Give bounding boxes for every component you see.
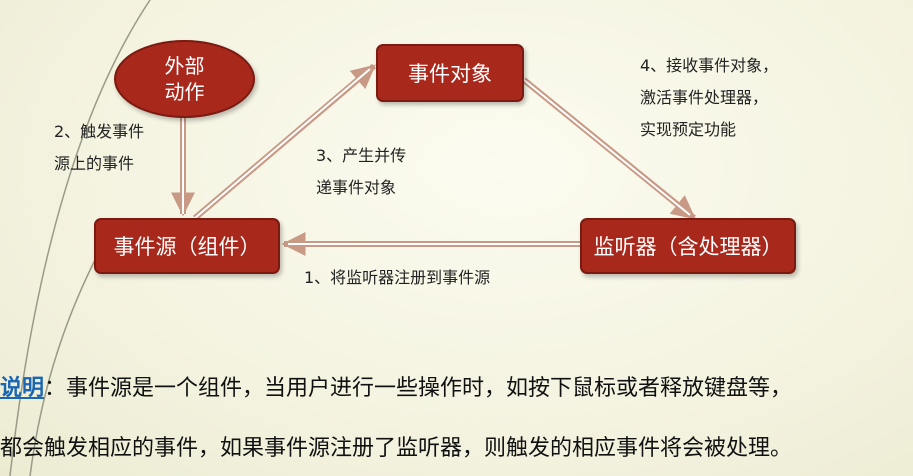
description-line1-text: ：事件源是一个组件，当用户进行一些操作时，如按下鼠标或者释放键盘等， bbox=[44, 376, 793, 401]
node-event-object-label: 事件对象 bbox=[408, 62, 492, 86]
label-step2-line1: 2、触发事件 bbox=[54, 122, 145, 141]
node-external-action-line1: 外部 bbox=[164, 54, 205, 78]
label-step1-text: 1、将监听器注册到事件源 bbox=[304, 268, 491, 287]
node-event-source-label: 事件源（组件） bbox=[113, 235, 261, 259]
label-step3-line1: 3、产生并传 bbox=[316, 146, 407, 165]
label-step3-line2: 递事件对象 bbox=[316, 178, 397, 197]
label-step2-line2: 源上的事件 bbox=[54, 154, 135, 173]
node-event-source: 事件源（组件） bbox=[94, 218, 280, 274]
node-external-action-line2: 动作 bbox=[164, 80, 205, 104]
label-step4: 4、接收事件对象， 激活事件处理器， 实现预定功能 bbox=[640, 50, 778, 146]
label-step4-line3: 实现预定功能 bbox=[640, 120, 737, 139]
description-keyword: 说明 bbox=[0, 375, 45, 401]
node-listener-label: 监听器（含处理器） bbox=[593, 235, 783, 259]
decorative-curve-1 bbox=[9, 0, 151, 476]
decorative-curve-2 bbox=[29, 259, 96, 476]
label-step4-line1: 4、接收事件对象， bbox=[640, 56, 779, 75]
description-line1: 说明：事件源是一个组件，当用户进行一些操作时，如按下鼠标或者释放键盘等， bbox=[0, 370, 792, 402]
node-listener: 监听器（含处理器） bbox=[580, 218, 796, 274]
node-event-object: 事件对象 bbox=[376, 44, 524, 102]
label-step4-line2: 激活事件处理器， bbox=[640, 88, 769, 107]
label-step3: 3、产生并传 递事件对象 bbox=[316, 140, 406, 204]
label-step2: 2、触发事件 源上的事件 bbox=[54, 116, 144, 180]
description-line2-text: 都会触发相应的事件，如果事件源注册了监听器，则触发的相应事件将会被处理。 bbox=[0, 436, 793, 461]
description-line2: 都会触发相应的事件，如果事件源注册了监听器，则触发的相应事件将会被处理。 bbox=[0, 430, 792, 462]
node-external-action: 外部 动作 bbox=[114, 40, 255, 118]
label-step1: 1、将监听器注册到事件源 bbox=[304, 262, 490, 294]
